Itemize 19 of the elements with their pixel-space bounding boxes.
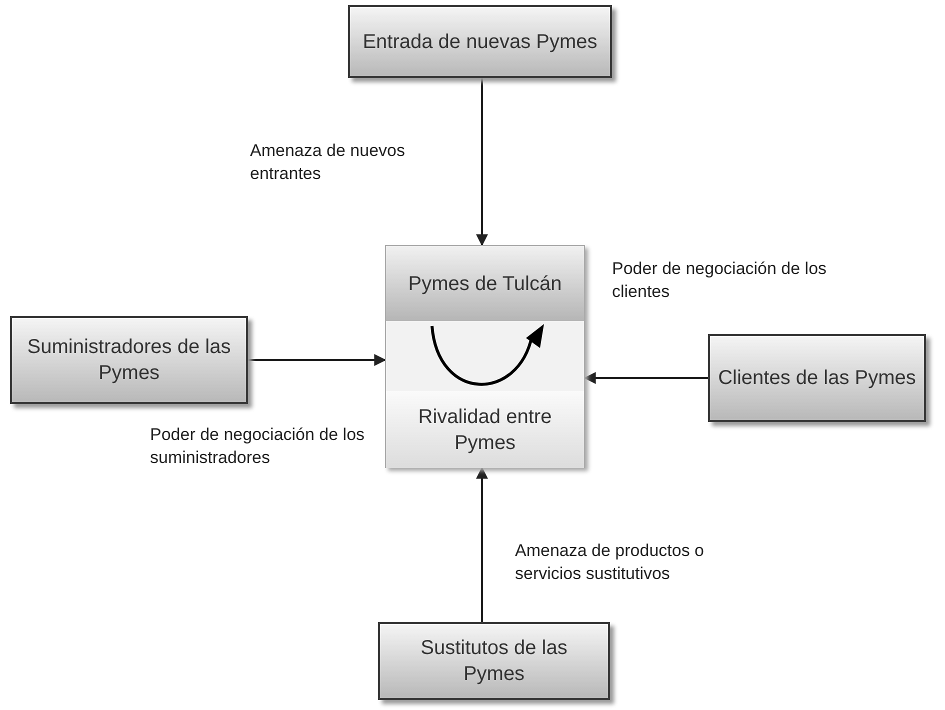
center-box (385, 245, 585, 468)
force-label: Amenaza de nuevos entrantes (250, 140, 406, 185)
force-box (378, 622, 610, 700)
force-label: Amenaza de productos o servicios sustitutivos (515, 540, 706, 585)
arrow (584, 372, 708, 384)
section-header: Pymes de Tulcán (386, 246, 584, 321)
box-title: Sustitutos de las Pymes (420, 636, 568, 687)
box-title: Suministradores de las Pymes (26, 335, 232, 386)
arrow (476, 466, 488, 622)
arrow (476, 78, 488, 246)
section-title: Rivalidad entre Pymes (386, 391, 584, 468)
force-box (348, 5, 612, 78)
box-title: Entrada de nuevas Pymes (362, 30, 598, 54)
force-box (708, 334, 926, 422)
force-box (10, 316, 248, 404)
arrow (248, 354, 386, 366)
force-label: Poder de negociación de los clientes (612, 258, 828, 303)
box-title: Clientes de las Pymes (717, 366, 917, 391)
force-label: Poder de negociación de los suministradores (150, 424, 366, 469)
